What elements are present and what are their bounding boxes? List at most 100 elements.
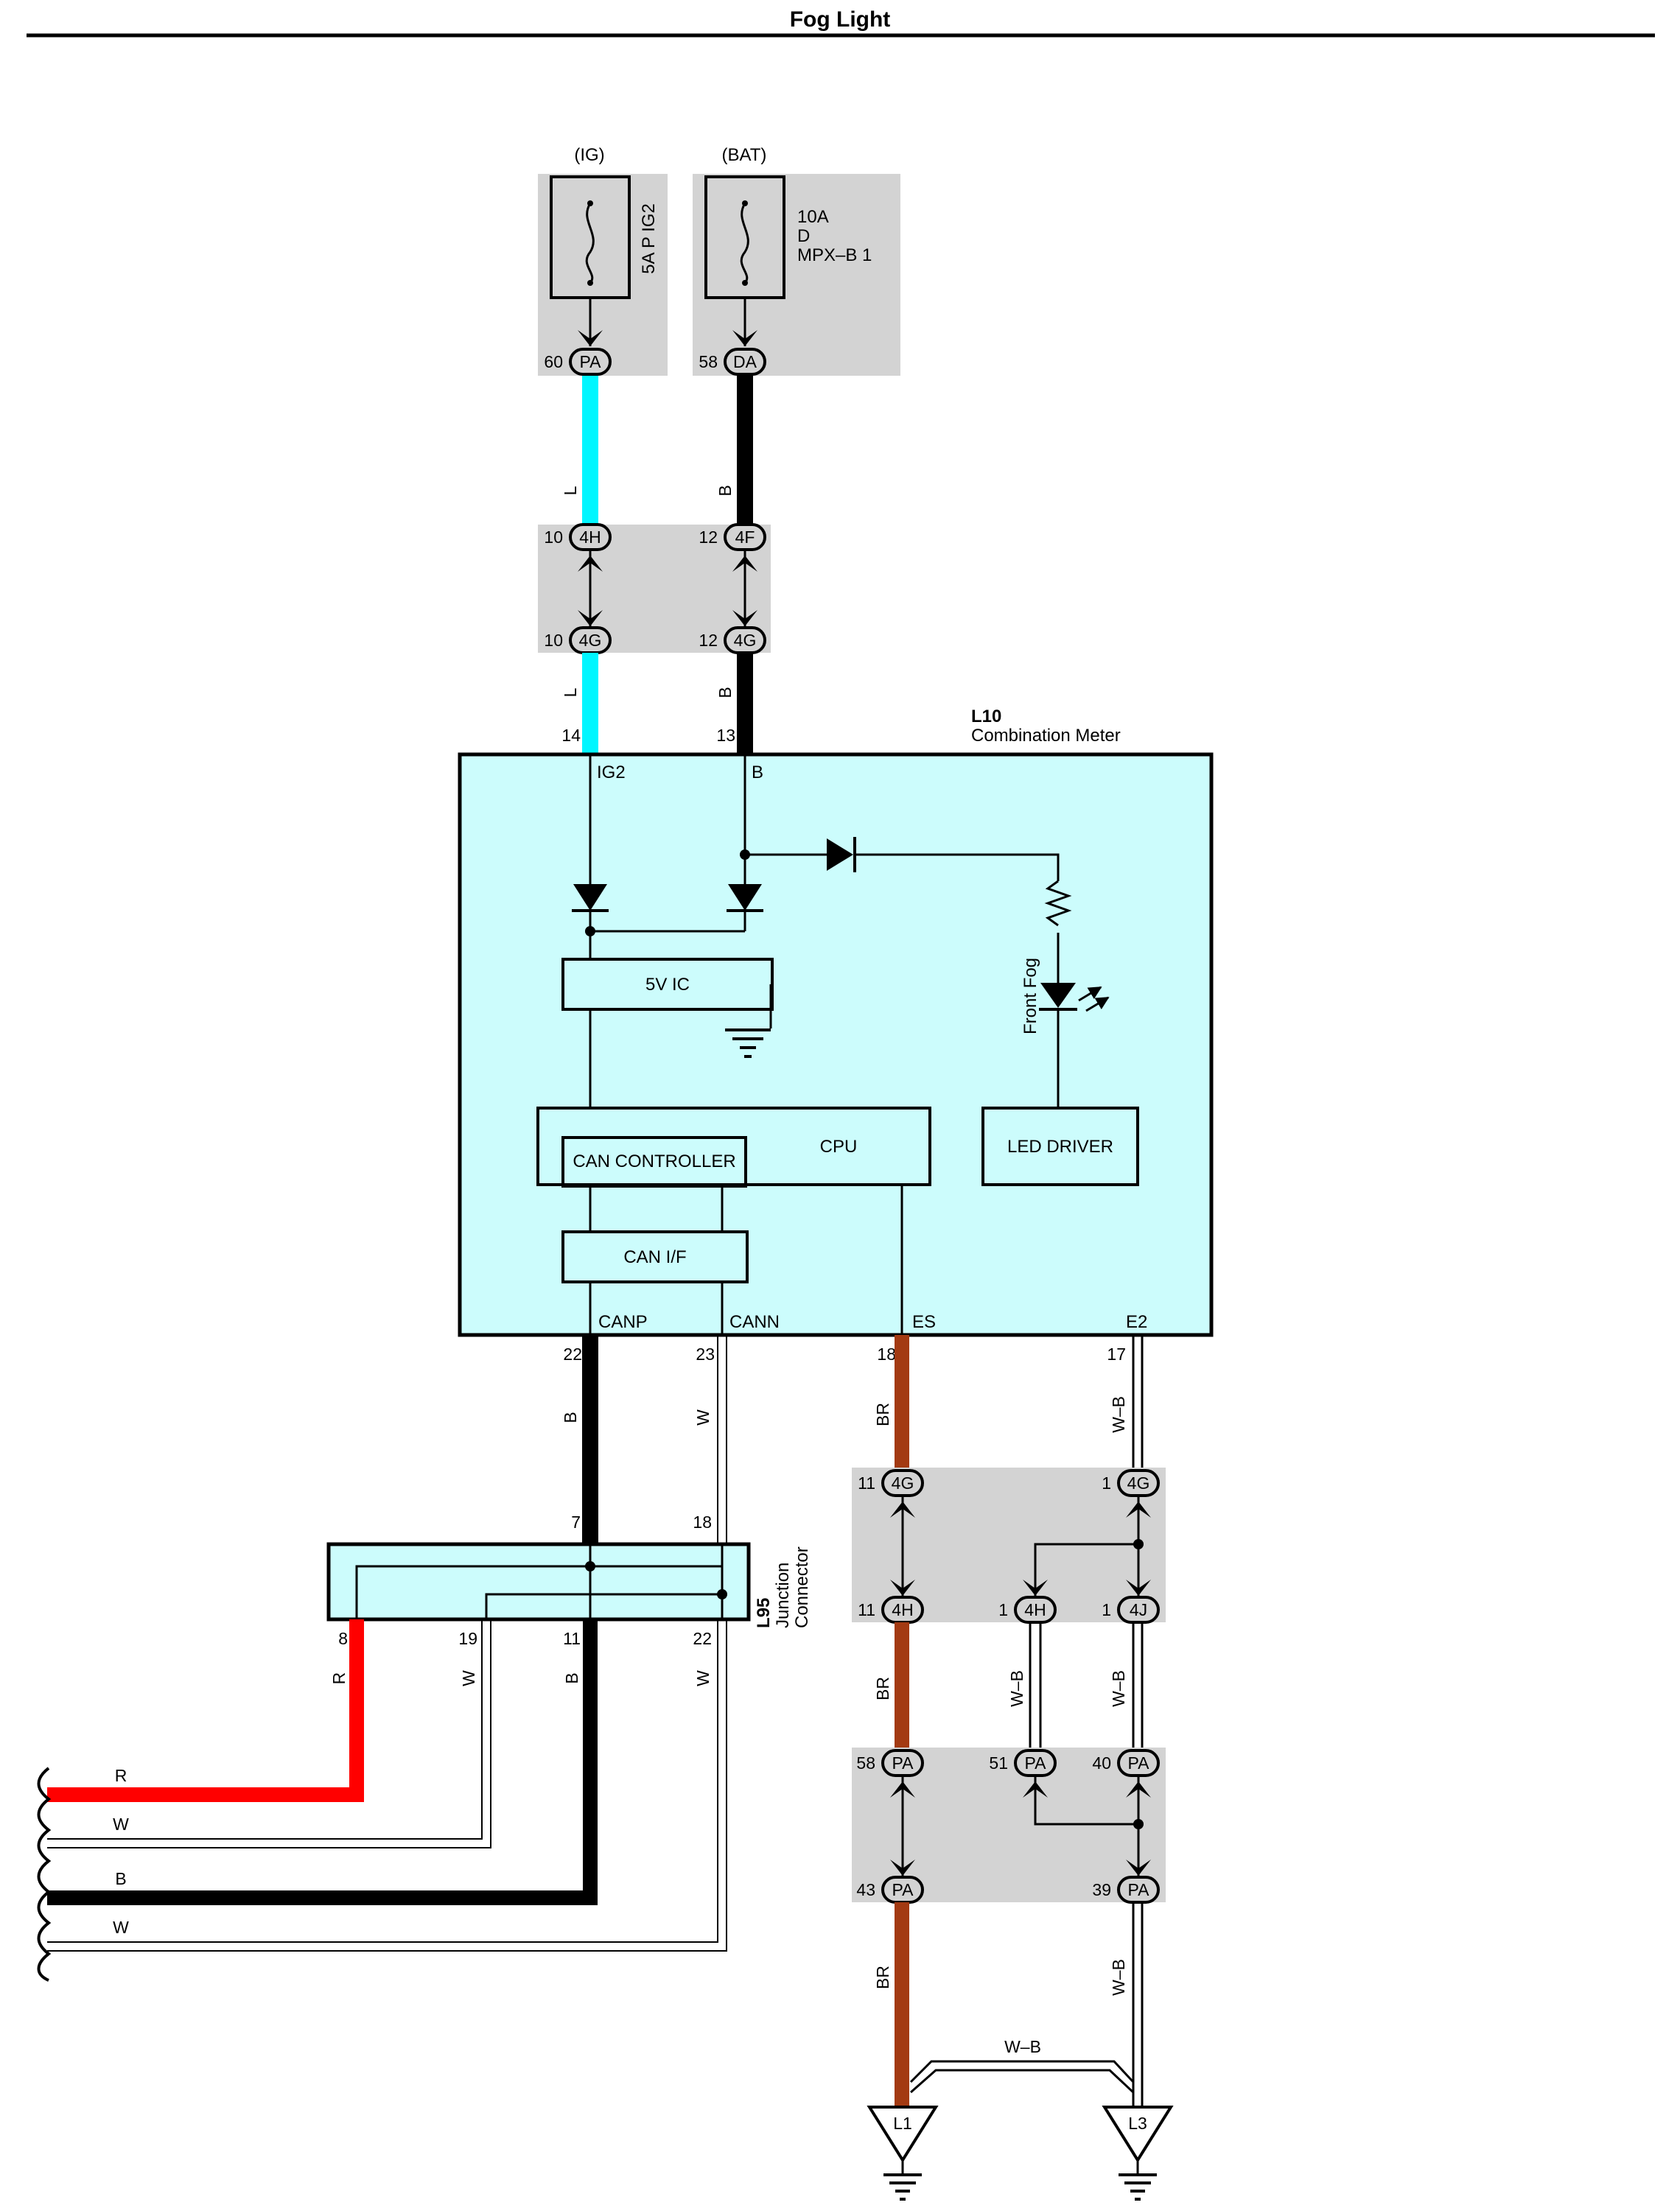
- wire-label: W–B: [1007, 1670, 1026, 1707]
- chevron-up-icon: [578, 555, 603, 572]
- wire-l-lower: [582, 653, 598, 754]
- chevron-up-icon: [1126, 1501, 1151, 1518]
- can-if-block: CAN I/F: [561, 1230, 749, 1283]
- wire-label: W: [113, 1918, 129, 1937]
- terminal-cann: CANN: [729, 1312, 780, 1332]
- svg-text:4H: 4H: [579, 528, 601, 547]
- wire-label: L: [561, 486, 580, 495]
- connector-4g-12: 4G: [724, 626, 766, 654]
- junction-dot: [1133, 1539, 1144, 1549]
- wire-es-2: [895, 1622, 909, 1752]
- chevron-up-icon: [1126, 1781, 1151, 1798]
- svg-text:LED DRIVER: LED DRIVER: [1007, 1137, 1113, 1157]
- wire-label: L: [561, 687, 580, 697]
- junction-connector: [326, 1542, 751, 1622]
- wire-l-upper: [582, 376, 598, 529]
- ground-bridge-lower: [1034, 1776, 1138, 1826]
- terminal-es: ES: [912, 1312, 936, 1332]
- connector-pa-43: PA: [881, 1876, 924, 1904]
- wire-label: W–B: [1109, 1670, 1128, 1707]
- wire-e2-3: [1132, 1902, 1144, 2107]
- lamp-label: Front Fog: [1021, 958, 1040, 1034]
- junction-code: L95: [754, 1598, 774, 1628]
- connector-4h-11: 4H: [881, 1596, 924, 1624]
- wire-w2: [47, 1619, 727, 1952]
- connector-4g-10: 4G: [569, 626, 612, 654]
- pin-number: 11: [858, 1473, 875, 1493]
- pin-number: 19: [458, 1629, 477, 1648]
- page-title: Fog Light: [790, 7, 891, 32]
- wire-label: B: [562, 1672, 581, 1683]
- combination-meter: [458, 752, 1214, 1337]
- wire-e2-2: [1132, 1622, 1144, 1752]
- meter-code: L10: [971, 707, 1001, 726]
- wire-label: B: [115, 1869, 126, 1888]
- connector-4h-1: 4H: [1014, 1596, 1057, 1624]
- led-driver-block: LED DRIVER: [981, 1107, 1139, 1186]
- chevron-down-icon: [1126, 1860, 1151, 1876]
- wire-cann: [717, 1335, 727, 1546]
- pin-number: 23: [696, 1345, 715, 1364]
- pin-number: 18: [693, 1513, 712, 1532]
- svg-text:CAN CONTROLLER: CAN CONTROLLER: [573, 1152, 735, 1171]
- pin-number: 13: [716, 726, 735, 745]
- svg-text:4F: 4F: [735, 528, 755, 547]
- wire-es-3: [895, 1902, 909, 2107]
- svg-text:4G: 4G: [1127, 1473, 1150, 1493]
- terminal-canp: CANP: [598, 1312, 648, 1332]
- wire-b-lower: [737, 653, 753, 754]
- wire-label: W–B: [1109, 1959, 1128, 1996]
- connector-pa-39: PA: [1117, 1876, 1160, 1904]
- chevron-down-icon: [578, 330, 603, 346]
- pin-number: 40: [1092, 1753, 1111, 1773]
- wire-label: W: [459, 1670, 478, 1686]
- wire-b: [47, 1619, 598, 1905]
- wire-break-icon: [37, 1767, 52, 1982]
- pin-number: 14: [561, 726, 581, 745]
- connector-da-58: DA: [724, 348, 766, 376]
- ground-symbol-icon: [867, 2106, 939, 2201]
- pin-number: 10: [544, 631, 563, 650]
- pin-number: 12: [699, 528, 718, 547]
- fuse-bat-amp: 10A: [797, 207, 829, 227]
- chevron-down-icon: [578, 610, 603, 626]
- terminal-b: B: [752, 763, 763, 782]
- pin-number: 8: [338, 1629, 348, 1648]
- chevron-down-icon: [890, 1580, 915, 1596]
- terminal-e2: E2: [1126, 1312, 1147, 1332]
- chevron-down-icon: [1023, 1580, 1048, 1596]
- wire-label: B: [715, 687, 735, 698]
- wire-label: R: [115, 1766, 127, 1785]
- svg-text:PA: PA: [580, 352, 602, 371]
- wire-label: W: [693, 1409, 713, 1426]
- pin-number: 60: [544, 352, 563, 371]
- chevron-up-icon: [890, 1501, 915, 1518]
- svg-text:CPU: CPU: [820, 1137, 858, 1157]
- wire-label: R: [329, 1672, 349, 1685]
- led-icon: [1040, 983, 1076, 1008]
- connector-pa-58: PA: [881, 1749, 924, 1777]
- svg-text:4G: 4G: [892, 1473, 914, 1493]
- diode-icon: [728, 884, 762, 911]
- connector-4f-12: 4F: [724, 523, 766, 551]
- fuse-source-bat: (BAT): [722, 145, 767, 165]
- connector-4g-11: 4G: [881, 1469, 924, 1497]
- chevron-down-icon: [732, 330, 757, 346]
- pin-number: 43: [856, 1880, 875, 1899]
- wire-label: B: [715, 485, 735, 496]
- connector-4j-1: 4J: [1117, 1596, 1160, 1624]
- fuse-bat-name: MPX–B 1: [797, 245, 872, 265]
- svg-text:PA: PA: [892, 1753, 914, 1773]
- fuse-bat-letter: D: [797, 226, 810, 246]
- chevron-down-icon: [1126, 1580, 1151, 1596]
- wire-w1: [47, 1619, 491, 1848]
- can-controller-block: CAN CONTROLLER: [561, 1136, 747, 1188]
- pin-number: 11: [563, 1629, 581, 1648]
- ground-label: L3: [1128, 2114, 1147, 2133]
- wire-canp: [582, 1335, 598, 1544]
- pin-number: 39: [1092, 1880, 1111, 1899]
- pin-number: 12: [699, 631, 718, 650]
- pin-number: 58: [856, 1753, 875, 1773]
- junction-name-2: Connector: [792, 1546, 812, 1628]
